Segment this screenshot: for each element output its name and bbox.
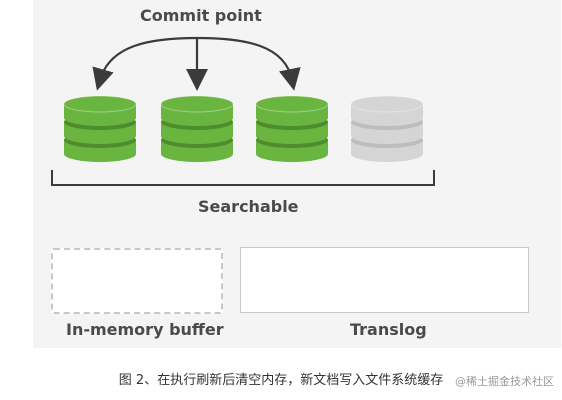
in-memory-buffer-label: In-memory buffer [66, 320, 224, 339]
searchable-bracket [51, 170, 435, 186]
translog-label: Translog [350, 320, 427, 339]
segment-1-cylinder [63, 95, 137, 162]
figure-caption: 图 2、在执行刷新后清空内存，新文档写入文件系统缓存 [118, 373, 444, 388]
watermark-text: @稀土掘金技术社区 [455, 375, 554, 388]
searchable-label: Searchable [198, 197, 299, 216]
commit-arrows [92, 36, 301, 91]
in-memory-buffer-box [51, 248, 223, 314]
arrow-right [196, 36, 301, 91]
commit-point-label: Commit point [140, 6, 262, 25]
arrow-left [92, 36, 198, 91]
translog-box [240, 247, 529, 313]
segment-3-cylinder [255, 95, 329, 162]
segment-2-cylinder [160, 95, 234, 162]
segments-group [63, 95, 424, 162]
segment-4-cylinder [350, 95, 424, 162]
